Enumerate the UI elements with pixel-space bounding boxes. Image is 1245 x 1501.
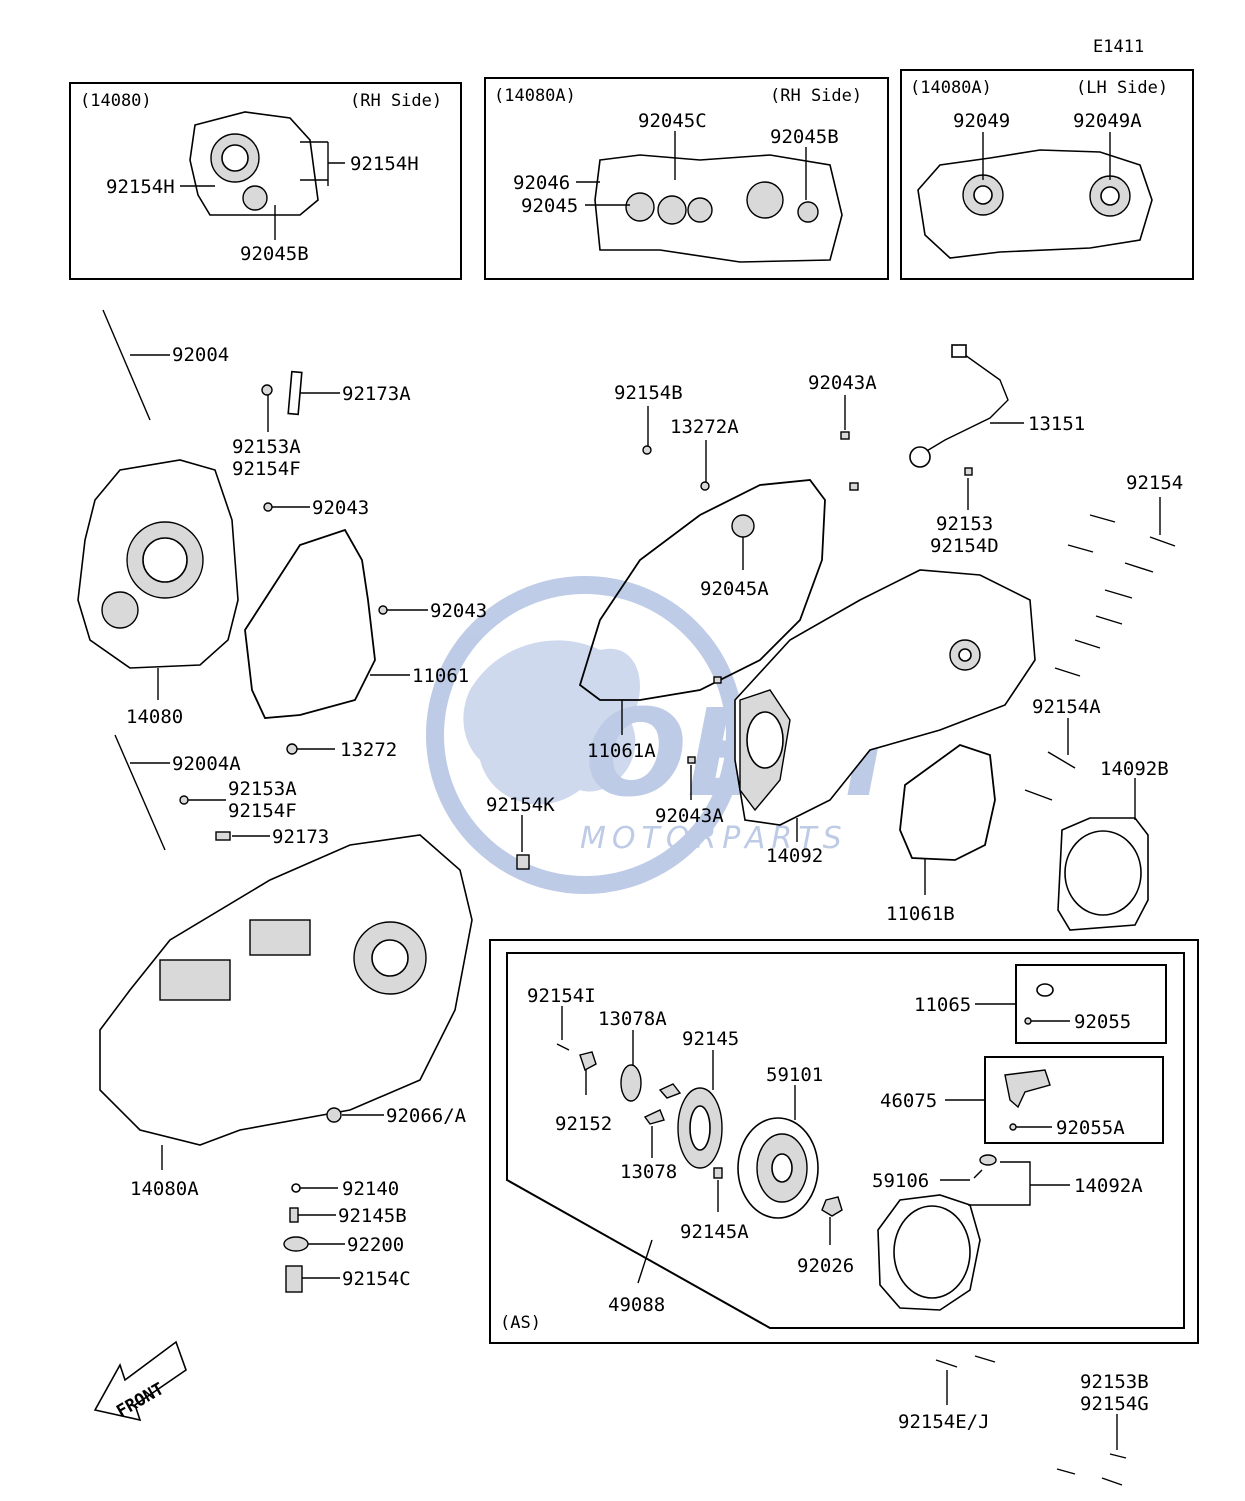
crankcase-14080-group: 92004 92173A 92153A 92154F 14080 92043 9… (77, 309, 487, 728)
bolts-92154-group: 92154 92154A (1024, 472, 1183, 801)
callout-92154H-right: 92154H (350, 153, 419, 175)
callout-14092: 14092 (766, 845, 823, 867)
callout-92045B-inset1: 92045B (240, 243, 309, 265)
outer-cover-group: 92154B 13272A 92043A 13151 92153 92154D … (486, 344, 1085, 870)
callout-11061B: 11061B (886, 903, 955, 925)
crankcase-rh-inset2-shape (594, 154, 843, 263)
callout-92154B: 92154B (614, 382, 683, 404)
diagram-code: E1411 (1093, 37, 1144, 57)
callout-92173: 92173 (272, 826, 329, 848)
callout-14092A: 14092A (1074, 1175, 1143, 1197)
callout-92043A-top: 92043A (808, 372, 877, 394)
gasket-11061A-shape (578, 479, 826, 701)
callout-49088: 49088 (608, 1294, 665, 1316)
callout-92045C: 92045C (638, 110, 707, 132)
callout-92154F-bottom: 92154F (228, 800, 297, 822)
callout-59101: 59101 (766, 1064, 823, 1086)
inset-14080-rh: (14080) (RH Side) 92154H 92154H 92045B (69, 82, 462, 280)
callout-13151: 13151 (1028, 413, 1085, 435)
inner-cover-group: 14092 11061B 14092B (734, 569, 1169, 931)
callout-13078A: 13078A (598, 1008, 667, 1030)
callout-92154K: 92154K (486, 794, 555, 816)
assembly-label: (AS) (500, 1313, 541, 1333)
callout-92154: 92154 (1126, 472, 1183, 494)
callout-92154C: 92154C (342, 1268, 411, 1290)
callout-92153B: 92153B (1080, 1371, 1149, 1393)
inset-2-side: (RH Side) (770, 86, 862, 106)
callout-92152: 92152 (555, 1113, 612, 1135)
callout-92055A: 92055A (1056, 1117, 1125, 1139)
callout-92043A-bottom: 92043A (655, 805, 724, 827)
callout-92066A: 92066/A (386, 1105, 467, 1127)
callout-14092B: 14092B (1100, 758, 1169, 780)
callout-59106: 59106 (872, 1170, 929, 1192)
callout-13272A: 13272A (670, 416, 739, 438)
inset-1-code: (14080) (80, 91, 152, 111)
callout-92045A: 92045A (700, 578, 769, 600)
callout-92049A: 92049A (1073, 110, 1142, 132)
callout-92049: 92049 (953, 110, 1010, 132)
callout-92045-inset2: 92045 (521, 195, 578, 217)
inset-3-code: (14080A) (910, 78, 992, 98)
small-parts-column: 92140 92145B 92200 92154C (283, 1178, 411, 1293)
callout-92153: 92153 (936, 513, 993, 535)
watermark-sub: MOTORPARTS (580, 821, 848, 856)
callout-92145: 92145 (682, 1028, 739, 1050)
callout-92045B-inset2: 92045B (770, 126, 839, 148)
callout-92043-a: 92043 (312, 497, 369, 519)
callout-92154G: 92154G (1080, 1393, 1149, 1415)
callout-92004: 92004 (172, 344, 229, 366)
inset-1-side: (RH Side) (350, 91, 442, 111)
callout-11061A: 11061A (587, 740, 656, 762)
inset-14080A-rh: (14080A) (RH Side) 92045C 92045B 92046 9… (484, 77, 889, 280)
callout-92055: 92055 (1074, 1011, 1131, 1033)
callout-13272: 13272 (340, 739, 397, 761)
crankcase-14080A-group: 92004A 13272 92153A 92154F 92173 92066/A… (99, 734, 473, 1200)
callout-14080: 14080 (126, 706, 183, 728)
callout-92145A: 92145A (680, 1221, 749, 1243)
callout-92154D: 92154D (930, 535, 999, 557)
callout-92140: 92140 (342, 1178, 399, 1200)
callout-92026: 92026 (797, 1255, 854, 1277)
recoil-starter-assembly-box: (AS) 49088 11065 92055 46075 92055A 9215… (489, 939, 1199, 1344)
callout-92153A-bottom: 92153A (228, 778, 297, 800)
callout-46075: 46075 (880, 1090, 937, 1112)
callout-92043-b: 92043 (430, 600, 487, 622)
callout-92154A: 92154A (1032, 696, 1101, 718)
gasket-11061-shape (244, 528, 376, 719)
callout-92200: 92200 (347, 1234, 404, 1256)
callout-92154EJ: 92154E/J (898, 1411, 990, 1433)
callout-92154I: 92154I (527, 985, 596, 1007)
callout-92145B: 92145B (338, 1205, 407, 1227)
callout-92173A: 92173A (342, 383, 411, 405)
callout-11065: 11065 (914, 994, 971, 1016)
gasket-11061B-shape (899, 743, 996, 861)
callout-92154H-left: 92154H (106, 176, 175, 198)
inset-2-code: (14080A) (494, 86, 576, 106)
callout-92004A: 92004A (172, 753, 241, 775)
callout-14080A: 14080A (130, 1178, 199, 1200)
callout-92154F-top: 92154F (232, 458, 301, 480)
callout-13078: 13078 (620, 1161, 677, 1183)
crankcase-14080A-shape (99, 834, 473, 1146)
cover-14092-shape (734, 569, 1036, 826)
callout-92153A-top: 92153A (232, 436, 301, 458)
inset-14080A-lh: (14080A) (LH Side) 92049 92049A (900, 69, 1194, 280)
callout-92046: 92046 (513, 172, 570, 194)
front-arrow: FRONT (93, 1340, 187, 1422)
bottom-bolts-group: 92154E/J 92153B 92154G (898, 1355, 1149, 1486)
inset-3-side: (LH Side) (1076, 78, 1168, 98)
callout-11061: 11061 (412, 665, 469, 687)
